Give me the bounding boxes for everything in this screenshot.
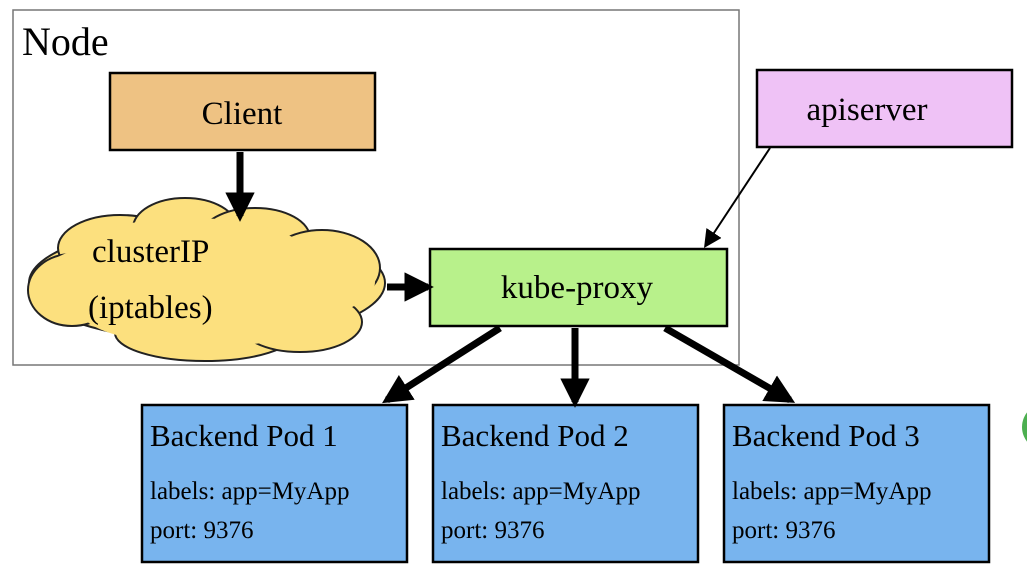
apiserver-box [755, 68, 1014, 149]
backend-pod-2-box [431, 403, 700, 564]
backend-pod-1-labels: labels: app=MyApp [150, 478, 350, 505]
cluster-ip-label: clusterIP [92, 234, 209, 270]
kube-proxy-label: kube-proxy [501, 270, 654, 306]
backend-pod-1-port: port: 9376 [150, 517, 253, 544]
backend-pod-3-title: Backend Pod 3 [732, 418, 920, 453]
client-label: Client [202, 96, 283, 132]
backend-pod-1-box [140, 403, 409, 564]
backend-pod-1: Backend Pod 1 labels: app=MyApp port: 93… [140, 403, 409, 564]
cluster-ip-cloud [27, 197, 386, 362]
backend-pod-3-labels: labels: app=MyApp [732, 478, 932, 505]
edge-kubeproxy-to-pod-3 [663, 324, 796, 404]
backend-pod-3-port: port: 9376 [732, 517, 835, 544]
backend-pod-1-title: Backend Pod 1 [150, 418, 338, 453]
partial-status-dot [1022, 412, 1027, 442]
node-title: Node [22, 19, 109, 64]
edge-apiserver-to-kubeproxy [704, 147, 771, 249]
backend-pod-2-labels: labels: app=MyApp [441, 478, 641, 505]
backend-pod-2-title: Backend Pod 2 [441, 418, 629, 453]
edge-kubeproxy-to-pod-1 [382, 325, 502, 404]
backend-pod-2-port: port: 9376 [441, 517, 544, 544]
backend-pod-2: Backend Pod 2 labels: app=MyApp port: 93… [431, 403, 700, 564]
client-box [108, 71, 377, 152]
cluster-ip-sublabel: (iptables) [88, 290, 213, 326]
backend-pod-3-box [722, 403, 991, 564]
backend-pod-3: Backend Pod 3 labels: app=MyApp port: 93… [722, 403, 991, 564]
node-boundary [12, 9, 740, 366]
apiserver-label: apiserver [807, 92, 928, 128]
